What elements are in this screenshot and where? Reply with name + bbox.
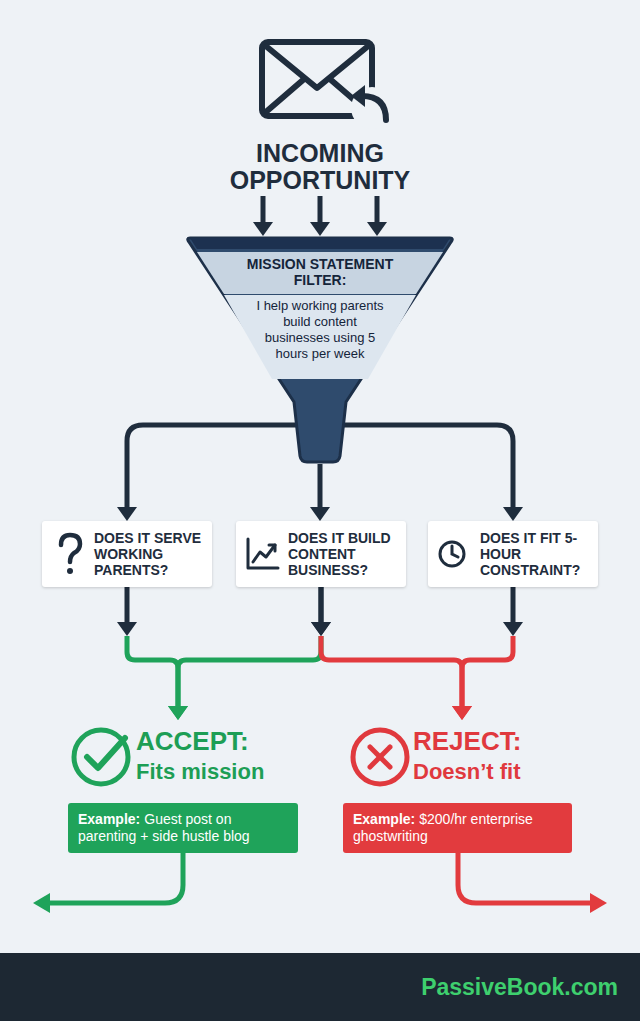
node-text: DOES IT SERVE WORKING PARENTS?	[94, 530, 208, 578]
connector	[168, 587, 331, 720]
connector-line	[319, 587, 324, 626]
arrowhead	[253, 222, 273, 236]
arrowhead	[503, 507, 523, 521]
reply-arrowhead	[351, 85, 365, 107]
connector-line	[261, 196, 266, 224]
connector	[367, 196, 387, 236]
connector-line	[318, 196, 323, 224]
connector	[310, 196, 330, 236]
arrowhead	[367, 222, 387, 236]
connector-line	[319, 587, 324, 626]
funnel-rim	[190, 238, 450, 249]
source-node: INCOMING OPPORTUNITY	[215, 36, 425, 196]
connector	[253, 196, 273, 236]
reply-arrow	[362, 96, 386, 120]
node-text: ACCEPT:	[136, 726, 306, 756]
node-text: Doesn’t fit	[413, 759, 593, 785]
arrowhead	[310, 507, 330, 521]
question-box: DOES IT BUILD CONTENT BUSINESS?	[236, 521, 406, 587]
check-icon	[74, 730, 128, 784]
connector-line	[318, 464, 323, 509]
mission-panel	[224, 295, 416, 379]
node-text: DOES IT BUILD CONTENT BUSINESS?	[288, 530, 402, 578]
accept-leader	[33, 853, 183, 913]
arrowhead	[503, 622, 523, 636]
footer-band: PassiveBook.com	[0, 953, 640, 1021]
reject-outcome: REJECT: Doesn’t fit	[345, 722, 595, 794]
example-box: Example:Guest post on parenting + side h…	[68, 803, 298, 853]
connector-line	[321, 636, 462, 706]
envelope-flap	[267, 47, 367, 88]
check-circle	[74, 730, 128, 784]
connector-line	[127, 636, 178, 706]
arrowhead	[168, 706, 188, 720]
arrowhead	[117, 507, 137, 521]
connector	[310, 464, 330, 521]
question-box: DOES IT FIT 5-HOUR CONSTRAINT?	[428, 521, 598, 587]
arrowhead	[311, 622, 331, 636]
node-text: PassiveBook.com	[300, 973, 618, 1001]
cross-line	[370, 747, 390, 767]
arrowhead	[168, 706, 188, 720]
arrowhead	[311, 622, 331, 636]
node-text: Example:	[78, 811, 140, 827]
connector	[117, 425, 297, 521]
connector-line	[511, 587, 516, 626]
connector-line	[178, 636, 321, 706]
cross-icon	[353, 730, 407, 784]
connector	[343, 425, 523, 521]
leader-line	[458, 853, 592, 903]
accept-outcome: ACCEPT: Fits mission	[66, 722, 306, 794]
reply-badge	[351, 87, 393, 129]
connector-line	[125, 587, 130, 626]
leader-arrowhead	[33, 893, 50, 913]
node-text: Example:	[353, 811, 415, 827]
arrowhead	[117, 622, 137, 636]
question-box: DOES IT SERVE WORKING PARENTS?	[42, 521, 212, 587]
connector	[311, 587, 472, 720]
envelope-fold	[331, 80, 367, 111]
cross-line	[370, 747, 390, 767]
leader-line	[48, 853, 183, 903]
funnel-outline	[188, 238, 453, 462]
envelope-body	[262, 42, 372, 116]
node-text: DOES IT FIT 5-HOUR CONSTRAINT?	[480, 530, 594, 578]
connector-line	[375, 196, 380, 224]
funnel-label-band	[197, 252, 443, 294]
node-text: REJECT:	[413, 726, 593, 756]
connector-line	[462, 636, 513, 706]
envelope-icon	[262, 42, 393, 129]
leader-arrowhead	[590, 893, 607, 913]
reject-leader	[458, 853, 607, 913]
node-text: INCOMING OPPORTUNITY	[215, 140, 425, 194]
check-mark	[87, 738, 125, 768]
arrowhead	[452, 706, 472, 720]
node-text: Fits mission	[136, 759, 306, 785]
connector	[452, 587, 523, 720]
example-box: Example:$200/hr enterprise ghostwriting	[343, 803, 572, 853]
node-text: MISSION STATEMENT FILTER:	[235, 256, 405, 288]
arrowhead	[310, 222, 330, 236]
envelope-fold	[267, 80, 303, 111]
connector-line	[127, 425, 297, 509]
cross-circle	[353, 730, 407, 784]
arrowhead	[452, 706, 472, 720]
connector-line	[343, 425, 513, 509]
funnel-filter: MISSION STATEMENT FILTER: I help working …	[186, 236, 454, 464]
node-text: I help working parents build content bus…	[250, 298, 390, 362]
